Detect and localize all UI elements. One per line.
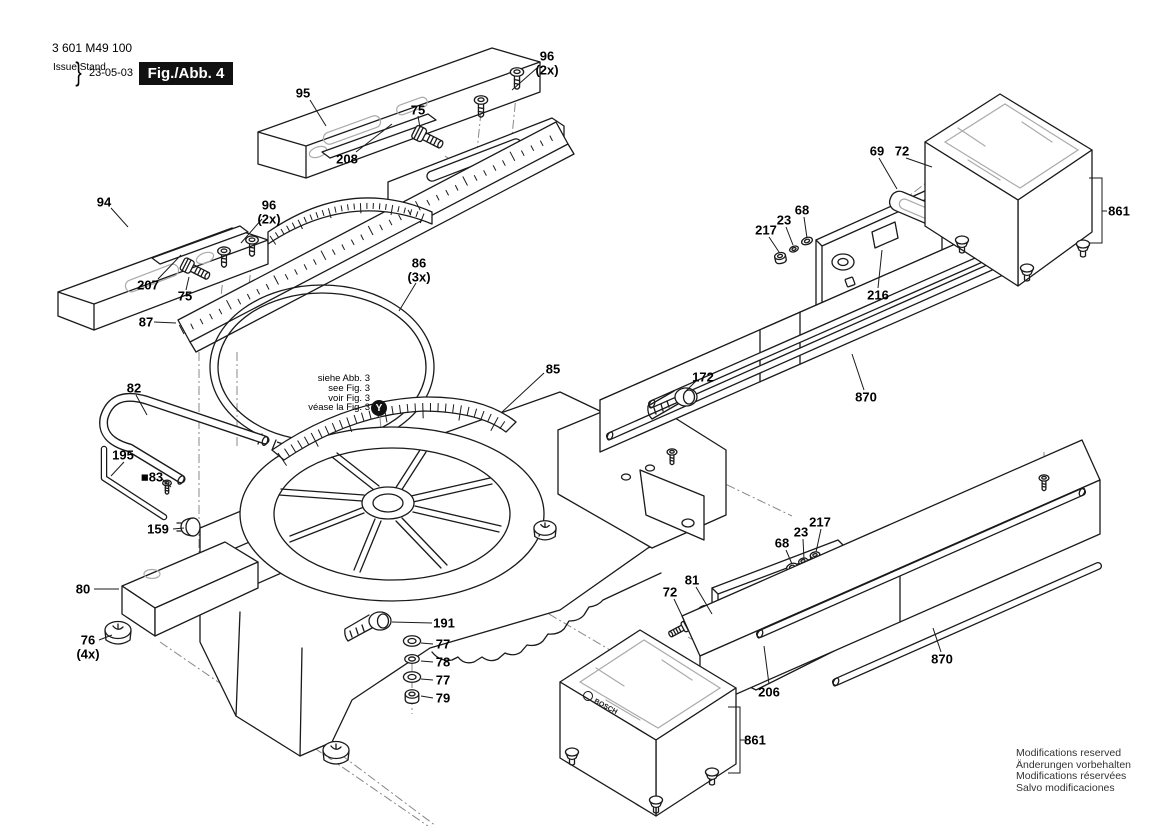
- brace-glyph: }: [75, 57, 82, 87]
- part-label-95: 95: [295, 85, 311, 101]
- turntable-wheel: [240, 427, 544, 601]
- foot-76: [104, 620, 132, 645]
- part-label-80: 80: [75, 581, 91, 597]
- part-label-68-bottom: 68: [774, 535, 790, 551]
- part-label-85: 85: [545, 361, 561, 377]
- part-label-191: 191: [433, 615, 455, 631]
- foot-right: [533, 520, 557, 541]
- washers-216: [773, 235, 814, 265]
- part-label-216: 216: [867, 287, 889, 303]
- part-label-82: 82: [126, 380, 142, 396]
- part-label-861-top: 861: [1108, 203, 1130, 219]
- leader-lines: [94, 68, 1107, 773]
- modifications-note: Modifications reserved Änderungen vorbeh…: [1016, 747, 1132, 794]
- part-label-172: 172: [692, 369, 714, 385]
- ruler-ticks: [179, 136, 562, 466]
- knob-159: [177, 518, 200, 536]
- part-label-870-bottom: 870: [931, 651, 953, 667]
- part-label-68-top: 68: [794, 202, 810, 218]
- part-label-207: 207: [137, 277, 159, 293]
- bolt-191: [345, 612, 391, 641]
- screw-83: [162, 479, 172, 495]
- part-label-217-bottom: 217: [809, 514, 831, 530]
- issue-date: 23-05-03: [89, 67, 134, 79]
- foot-front: [322, 740, 350, 765]
- note-marker-y: Y: [371, 400, 387, 416]
- part-label-217-top: 217: [755, 222, 777, 238]
- arm-80: [122, 542, 258, 636]
- fence-94: [58, 228, 268, 330]
- part-label-75-top: 75: [410, 102, 426, 118]
- part-label-75-mid: 75: [177, 288, 193, 304]
- insert-208: [322, 114, 436, 158]
- part-label-94: 94: [96, 194, 112, 210]
- wheel-spokes: [279, 450, 501, 572]
- handle-82: [104, 397, 269, 485]
- insert-207: [152, 226, 248, 264]
- arc-ruler: [268, 198, 432, 244]
- part-label-81: 81: [684, 572, 700, 588]
- issue-stand-label: Issue Stand: [53, 62, 106, 73]
- part-label-208: 208: [336, 151, 358, 167]
- part-label-861-bottom: 861: [744, 732, 766, 748]
- part-label-83: ■83: [140, 469, 164, 485]
- see-figure-note: siehe Abb. 3 see Fig. 3 voir Fig. 3 véas…: [308, 373, 370, 414]
- rail-870-bottom: [682, 440, 1100, 710]
- miter-scale-85: [272, 397, 516, 460]
- part-number: 3 601 M49 100: [52, 41, 133, 55]
- part-label-86: 86(3x): [407, 255, 431, 284]
- part-label-195: 195: [112, 447, 134, 463]
- bolt-172: [648, 388, 697, 419]
- part-label-72-bottom: 72: [662, 584, 678, 600]
- part-label-78: 78: [435, 654, 451, 670]
- ruler-strip-87: [178, 122, 574, 352]
- part-label-159: 159: [147, 521, 169, 537]
- part-label-77a: 77: [435, 636, 451, 652]
- storage-box-861-top: [925, 94, 1092, 286]
- fence-95: [258, 48, 540, 178]
- part-label-96-mid: 96(2x): [257, 197, 281, 226]
- serrated-edge: [432, 573, 661, 663]
- rod-195: [104, 449, 164, 517]
- storage-box-861-bottom: BOSCH: [560, 630, 736, 816]
- part-label-79: 79: [435, 690, 451, 706]
- part-label-96-top: 96(2x): [535, 48, 559, 77]
- part-label-72-top: 72: [894, 143, 910, 159]
- bracket-861-top: [1089, 178, 1107, 243]
- part-label-206: 206: [758, 684, 780, 700]
- figure-badge: Fig./Abb. 4: [139, 62, 233, 85]
- bracket-861-bottom: [728, 707, 746, 773]
- part-label-87: 87: [138, 314, 154, 330]
- part-label-870-top: 870: [855, 389, 877, 405]
- part-label-23-bottom: 23: [793, 524, 809, 540]
- part-label-23-top: 23: [776, 212, 792, 228]
- part-label-77b: 77: [435, 672, 451, 688]
- part-label-69: 69: [869, 143, 885, 159]
- part-label-76: 76(4x): [76, 632, 100, 661]
